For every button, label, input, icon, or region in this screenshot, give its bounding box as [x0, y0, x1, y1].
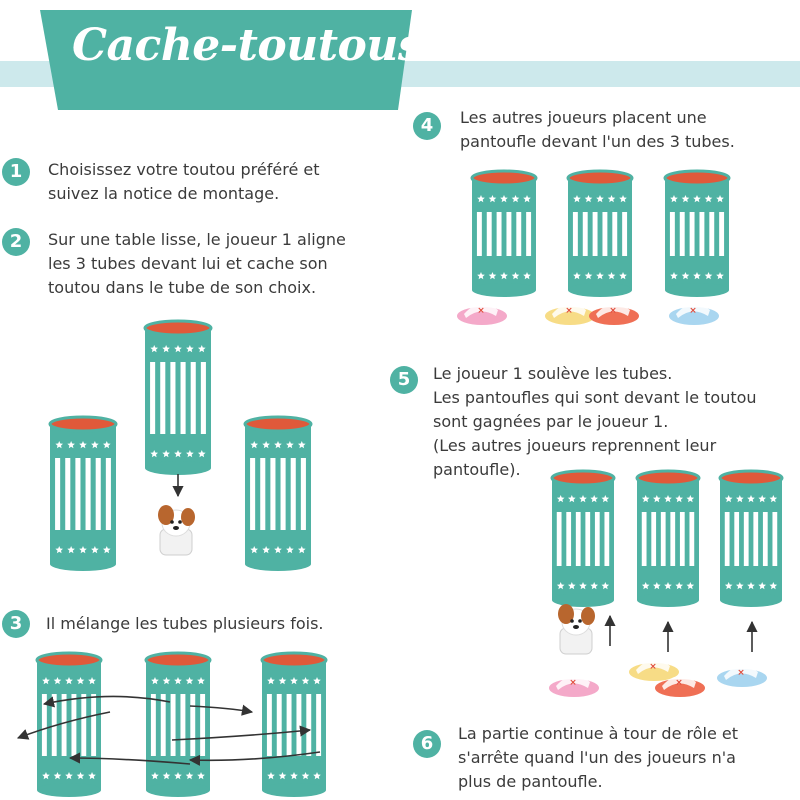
- svg-text:×: ×: [609, 306, 617, 316]
- step-6-line-2: s'arrête quand l'un des joueurs n'a: [458, 748, 736, 767]
- tube-icon: [663, 169, 731, 297]
- arrow-icon: [188, 751, 321, 766]
- slipper-icon: ×: [545, 303, 595, 325]
- tube-icon: [550, 469, 616, 607]
- step-3-number: 3: [2, 610, 30, 638]
- dog-icon: [558, 604, 595, 655]
- step-4-text: Les autres joueurs placent une pantoufle…: [460, 106, 735, 154]
- tube-icon: [144, 651, 212, 797]
- step-2-number: 2: [2, 228, 30, 256]
- svg-text:×: ×: [649, 662, 657, 672]
- tube-icon: [143, 319, 213, 475]
- step-1-line-2: suivez la notice de montage.: [48, 184, 280, 203]
- slipper-icon: ×: [589, 303, 639, 325]
- svg-text:×: ×: [477, 306, 485, 316]
- step-6-line-3: plus de pantoufle.: [458, 772, 603, 791]
- step-2-line-1: Sur une table lisse, le joueur 1 aligne: [48, 230, 346, 249]
- title-banner: [40, 10, 412, 110]
- step-4-number: 4: [413, 112, 441, 140]
- slipper-icon: ×: [629, 659, 679, 681]
- step-3-text: Il mélange les tubes plusieurs fois.: [46, 612, 324, 636]
- arrow-icon: [16, 711, 111, 740]
- tube-icon: [470, 169, 538, 297]
- step-4-line-2: pantoufle devant l'un des 3 tubes.: [460, 132, 735, 151]
- step-5-line-5: pantoufle).: [433, 460, 521, 479]
- arrow-icon: [189, 704, 254, 716]
- dog-icon: [158, 505, 195, 556]
- tube-icon: [718, 469, 784, 607]
- step-5-text: Le joueur 1 soulève les tubes. Les panto…: [433, 362, 757, 482]
- arrow-icon: [42, 695, 171, 708]
- tube-icon: [635, 469, 701, 607]
- step-6-number: 6: [413, 730, 441, 758]
- step-5-line-4: (Les autres joueurs reprennent leur: [433, 436, 717, 455]
- step-1-text: Choisissez votre toutou préféré et suive…: [48, 158, 319, 206]
- step-5-line-3: sont gagnées par le joueur 1.: [433, 412, 669, 431]
- tube-icon: [260, 651, 328, 797]
- step-4-line-1: Les autres joueurs placent une: [460, 108, 707, 127]
- tube-icon: [566, 169, 634, 297]
- step-6-text: La partie continue à tour de rôle et s'a…: [458, 722, 738, 794]
- step-5-line-2: Les pantoufles qui sont devant le toutou: [433, 388, 757, 407]
- tube-icon: [48, 415, 118, 571]
- svg-text:×: ×: [569, 678, 577, 688]
- svg-text:×: ×: [565, 306, 573, 316]
- step-3-line-1: Il mélange les tubes plusieurs fois.: [46, 614, 324, 633]
- page-title: Cache-toutous: [72, 20, 423, 71]
- step-2-line-3: toutou dans le tube de son choix.: [48, 278, 317, 297]
- svg-text:×: ×: [675, 678, 683, 688]
- step-2-text: Sur une table lisse, le joueur 1 aligne …: [48, 228, 346, 300]
- step-1-line-1: Choisissez votre toutou préféré et: [48, 160, 320, 179]
- step-2-line-2: les 3 tubes devant lui et cache son: [48, 254, 328, 273]
- slipper-icon: ×: [717, 665, 767, 687]
- svg-text:×: ×: [737, 668, 745, 678]
- step-5-line-1: Le joueur 1 soulève les tubes.: [433, 364, 673, 383]
- step-5-number: 5: [390, 366, 418, 394]
- tube-icon: [35, 651, 103, 797]
- slipper-icon: ×: [655, 675, 705, 697]
- slipper-icon: ×: [549, 675, 599, 697]
- arrow-icon: [68, 752, 191, 765]
- step-6-line-1: La partie continue à tour de rôle et: [458, 724, 738, 743]
- svg-text:×: ×: [689, 306, 697, 316]
- slipper-icon: ×: [457, 303, 507, 325]
- slipper-icon: ×: [669, 303, 719, 325]
- tube-icon: [243, 415, 313, 571]
- step-1-number: 1: [2, 158, 30, 186]
- arrow-icon: [171, 725, 312, 741]
